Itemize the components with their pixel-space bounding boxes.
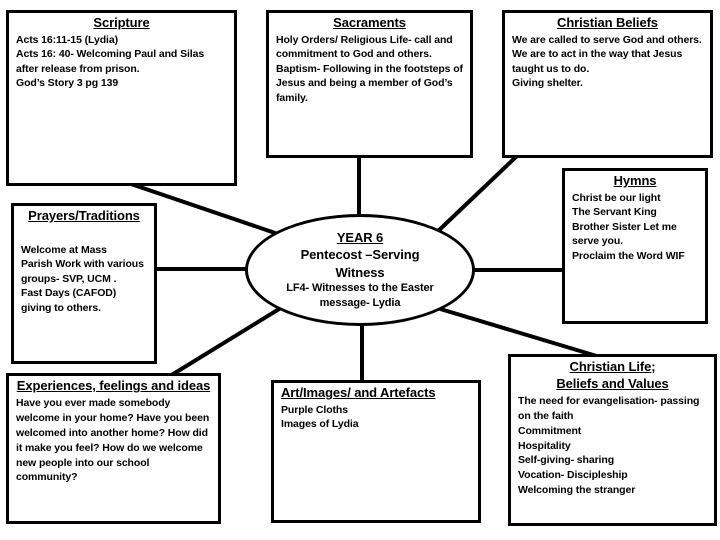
scripture-title: Scripture	[93, 15, 150, 30]
connector-experiences	[168, 304, 286, 378]
box-christian-beliefs: Christian Beliefs We are called to serve…	[502, 10, 713, 158]
box-scripture: Scripture Acts 16:11-15 (Lydia) Acts 16:…	[6, 10, 237, 186]
christian-beliefs-title: Christian Beliefs	[557, 15, 658, 30]
center-title: YEAR 6	[336, 230, 384, 246]
prayers-traditions-title: Prayers/Traditions	[28, 208, 140, 223]
box-art-images-artefacts: Art/Images/ and Artefacts Purple Cloths …	[271, 380, 481, 523]
box-sacraments: Sacraments Holy Orders/ Religious Life- …	[266, 10, 473, 158]
box-experiences-feelings-ideas: Experiences, feelings and ideas Have you…	[6, 373, 221, 524]
sacraments-title: Sacraments	[333, 15, 406, 30]
scripture-body: Acts 16:11-15 (Lydia) Acts 16: 40- Welco…	[16, 33, 205, 90]
experiences-title: Experiences, feelings and ideas	[16, 378, 211, 393]
connector-scripture	[130, 182, 285, 238]
art-title: Art/Images/ and Artefacts	[281, 385, 436, 400]
art-body: Purple Cloths Images of Lydia	[281, 403, 359, 431]
sacraments-body: Holy Orders/ Religious Life- call and co…	[276, 33, 463, 104]
box-christian-life-beliefs-values: Christian Life; Beliefs and Values The n…	[508, 354, 717, 526]
hymns-body: Christ be our light The Servant King Bro…	[572, 191, 685, 262]
box-hymns: Hymns Christ be our light The Servant Ki…	[562, 168, 708, 324]
center-topic-ellipse: YEAR 6 Pentecost –Serving Witness LF4- W…	[245, 214, 475, 326]
prayers-traditions-body: Welcome at Mass Parish Work with various…	[21, 243, 144, 314]
christian-life-body: The need for evangelisation- passing on …	[518, 394, 700, 497]
connector-life	[436, 306, 601, 359]
connector-beliefs	[433, 153, 520, 236]
christian-life-title: Christian Life; Beliefs and Values	[556, 359, 669, 391]
center-detail: LF4- Witnesses to the Easter message- Ly…	[286, 282, 434, 309]
hymns-title: Hymns	[613, 173, 657, 188]
box-prayers-traditions: Prayers/Traditions Welcome at Mass Paris…	[11, 203, 157, 364]
center-subtitle: Pentecost –Serving Witness	[300, 247, 420, 280]
experiences-body: Have you ever made somebody welcome in y…	[16, 396, 210, 484]
christian-beliefs-body: We are called to serve God and others. W…	[512, 33, 702, 90]
